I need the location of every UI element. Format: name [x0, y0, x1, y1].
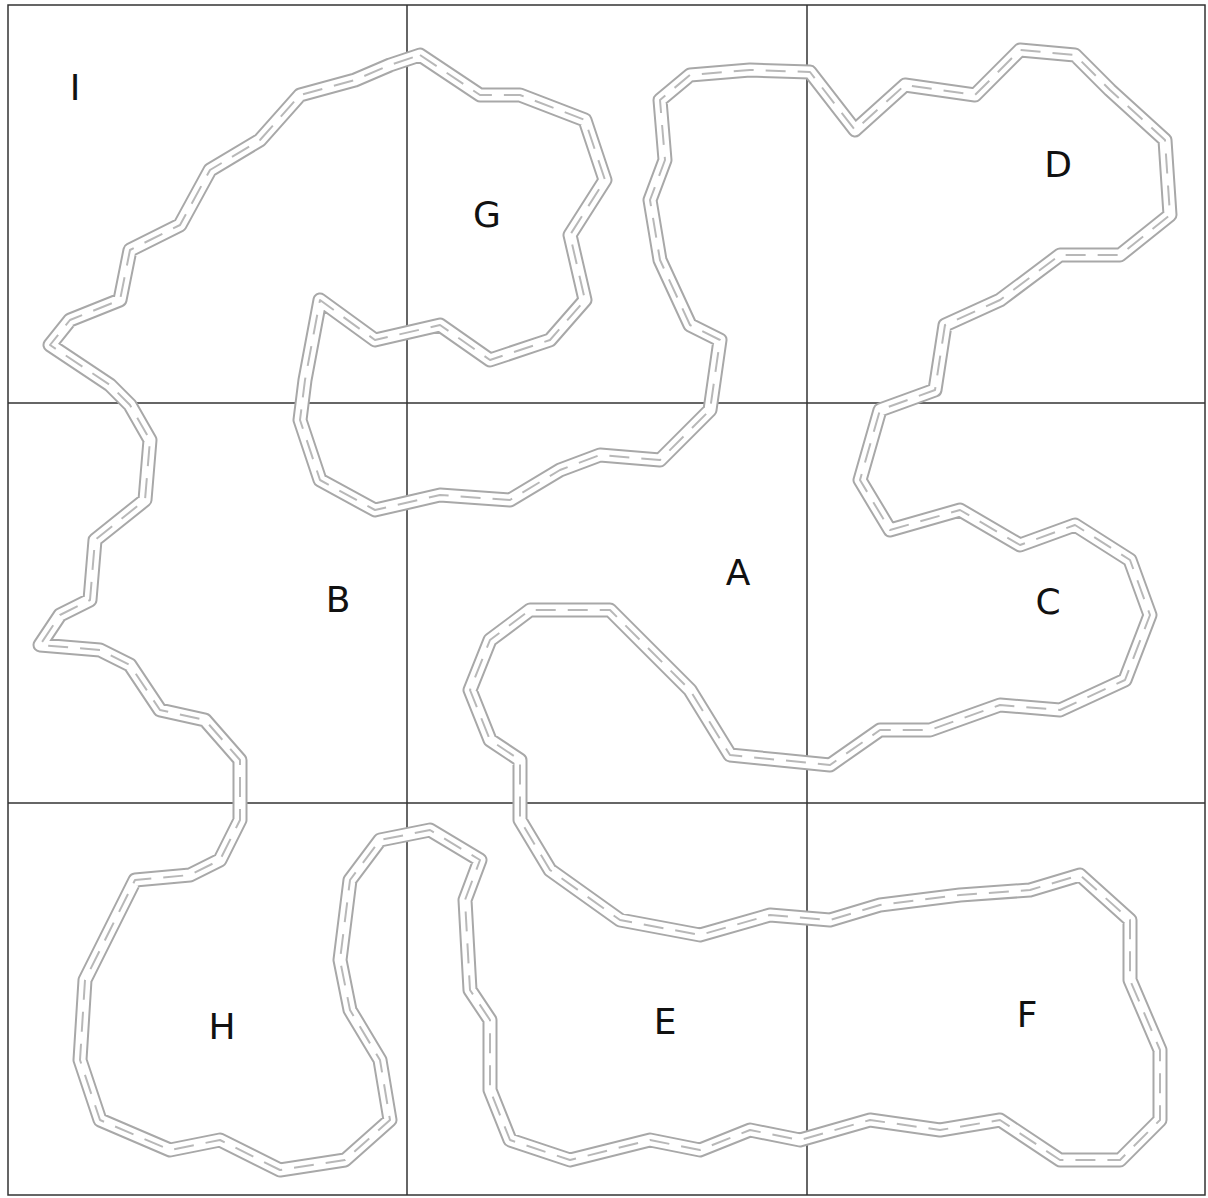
region-letter: G [473, 197, 501, 233]
region-letter: F [1017, 997, 1038, 1033]
region-letter: E [654, 1004, 677, 1040]
region-letter: B [326, 582, 351, 618]
region-letter: A [726, 555, 751, 591]
region-letter: D [1044, 147, 1072, 183]
region-letter: C [1035, 584, 1060, 620]
region-letter: H [208, 1009, 235, 1045]
grid [8, 5, 1205, 1195]
region-letter: I [70, 70, 81, 106]
paperclip-chain [40, 50, 1170, 1170]
